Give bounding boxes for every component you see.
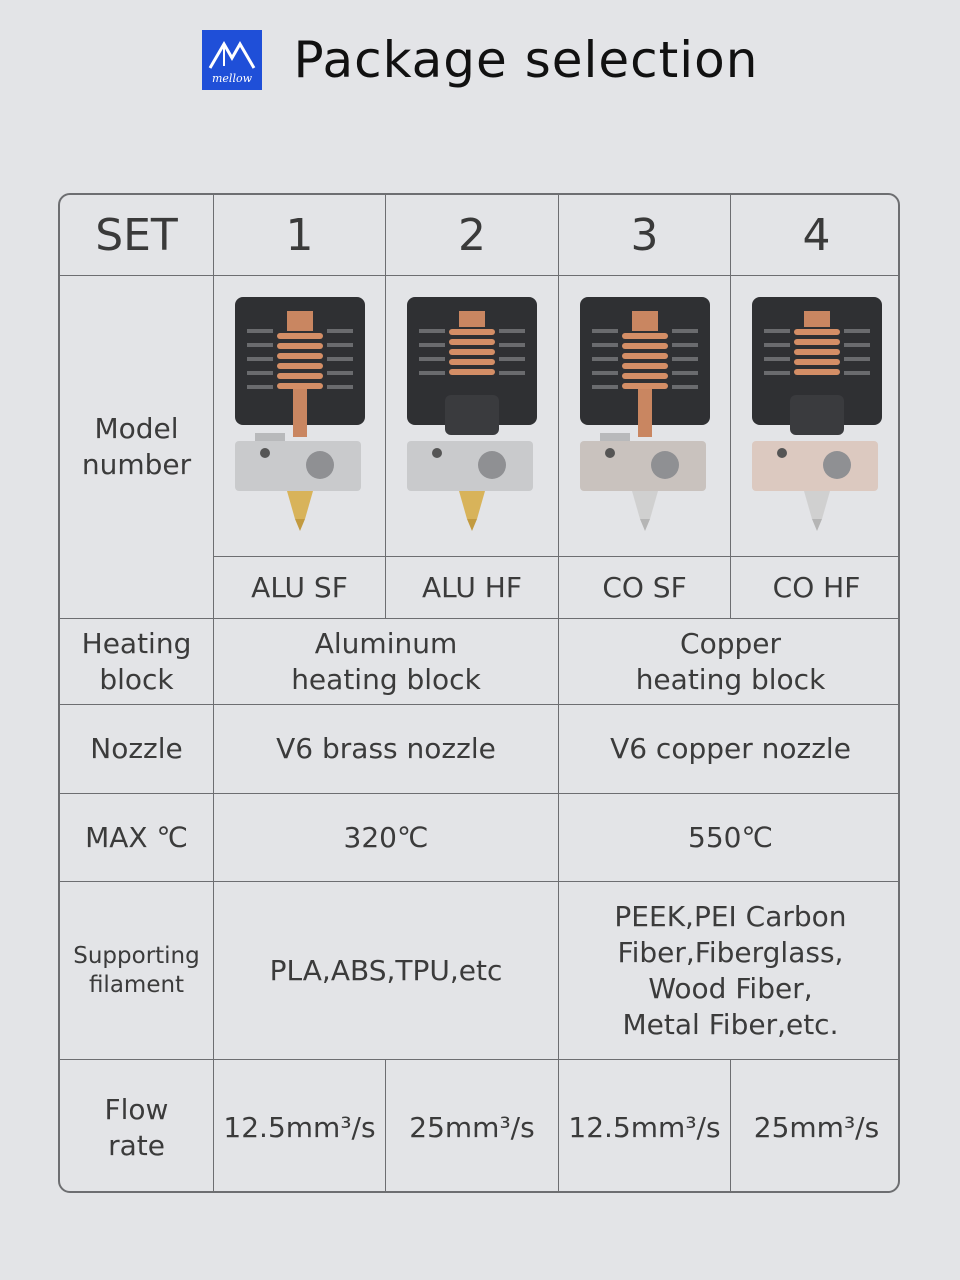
model-1: ALU SF xyxy=(214,557,386,619)
nozzle-value-brass: V6 brass nozzle xyxy=(214,705,559,794)
page-header: mellow Package selection xyxy=(0,20,960,100)
max-temp-label: MAX ℃ xyxy=(60,794,214,882)
product-image-1 xyxy=(214,276,386,557)
max-temp-320: 320℃ xyxy=(214,794,559,882)
model-3: CO SF xyxy=(559,557,731,619)
page-title: Package selection xyxy=(293,31,759,89)
hotend-image xyxy=(751,297,882,531)
set-2: 2 xyxy=(386,195,559,276)
logo-text: mellow xyxy=(212,72,253,85)
flow-value-1: 12.5mm³/s xyxy=(214,1060,386,1191)
model-4: CO HF xyxy=(731,557,898,619)
set-1: 1 xyxy=(214,195,386,276)
hotend-image xyxy=(234,297,365,531)
package-table: SET 1 2 3 4 Model number xyxy=(58,193,900,1193)
flow-label: Flow rate xyxy=(60,1060,214,1191)
heating-value-copper: Copper heating block xyxy=(559,619,898,705)
hotend-image xyxy=(579,297,710,531)
mellow-logo: mellow xyxy=(201,30,262,90)
nozzle-label: Nozzle xyxy=(60,705,214,794)
product-image-4 xyxy=(731,276,898,557)
filament-label: Supporting filament xyxy=(60,882,214,1060)
filament-value-copper: PEEK,PEI Carbon Fiber,Fiberglass, Wood F… xyxy=(559,882,898,1060)
filament-value-aluminum: PLA,ABS,TPU,etc xyxy=(214,882,559,1060)
flow-value-3: 12.5mm³/s xyxy=(559,1060,731,1191)
hotend-image xyxy=(407,297,537,531)
nozzle-value-copper: V6 copper nozzle xyxy=(559,705,898,794)
max-temp-550: 550℃ xyxy=(559,794,898,882)
heating-value-aluminum: Aluminum heating block xyxy=(214,619,559,705)
product-image-3 xyxy=(559,276,731,557)
heating-label: Heating block xyxy=(60,619,214,705)
model-2: ALU HF xyxy=(386,557,559,619)
set-3: 3 xyxy=(559,195,731,276)
flow-value-4: 25mm³/s xyxy=(753,1110,880,1144)
set-4: 4 xyxy=(731,195,898,276)
flow-value-2: 25mm³/s xyxy=(386,1060,559,1191)
set-label: SET xyxy=(60,195,214,276)
product-image-2 xyxy=(386,276,559,557)
model-label: Model number xyxy=(60,276,214,619)
